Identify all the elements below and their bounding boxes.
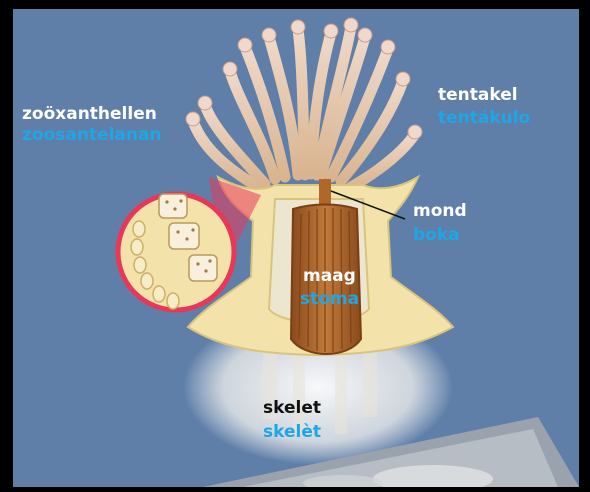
zooxanthellae-magnifier [118,194,234,310]
label-mouth-dutch: mond [413,201,467,221]
label-stomach-dutch: maag [303,266,356,286]
mouth-opening [319,179,331,207]
label-skeleton-dutch: skelet [263,398,321,418]
label-skeleton-papiamentu: skelèt [263,422,321,442]
label-zooxanthellen-dutch: zoöxanthellen [22,104,157,124]
label-zooxanthellen-papiamentu: zoosantelanan [22,125,162,145]
tentacles [193,27,415,189]
label-tentacle-dutch: tentakel [438,85,518,105]
diagram-panel: zoöxanthellen zoosantelanan tentakel ten… [13,9,579,487]
label-tentacle-papiamentu: tentákulo [438,108,530,128]
label-stomach-papiamentu: stoma [300,289,359,309]
label-mouth-papiamentu: boka [413,225,460,245]
